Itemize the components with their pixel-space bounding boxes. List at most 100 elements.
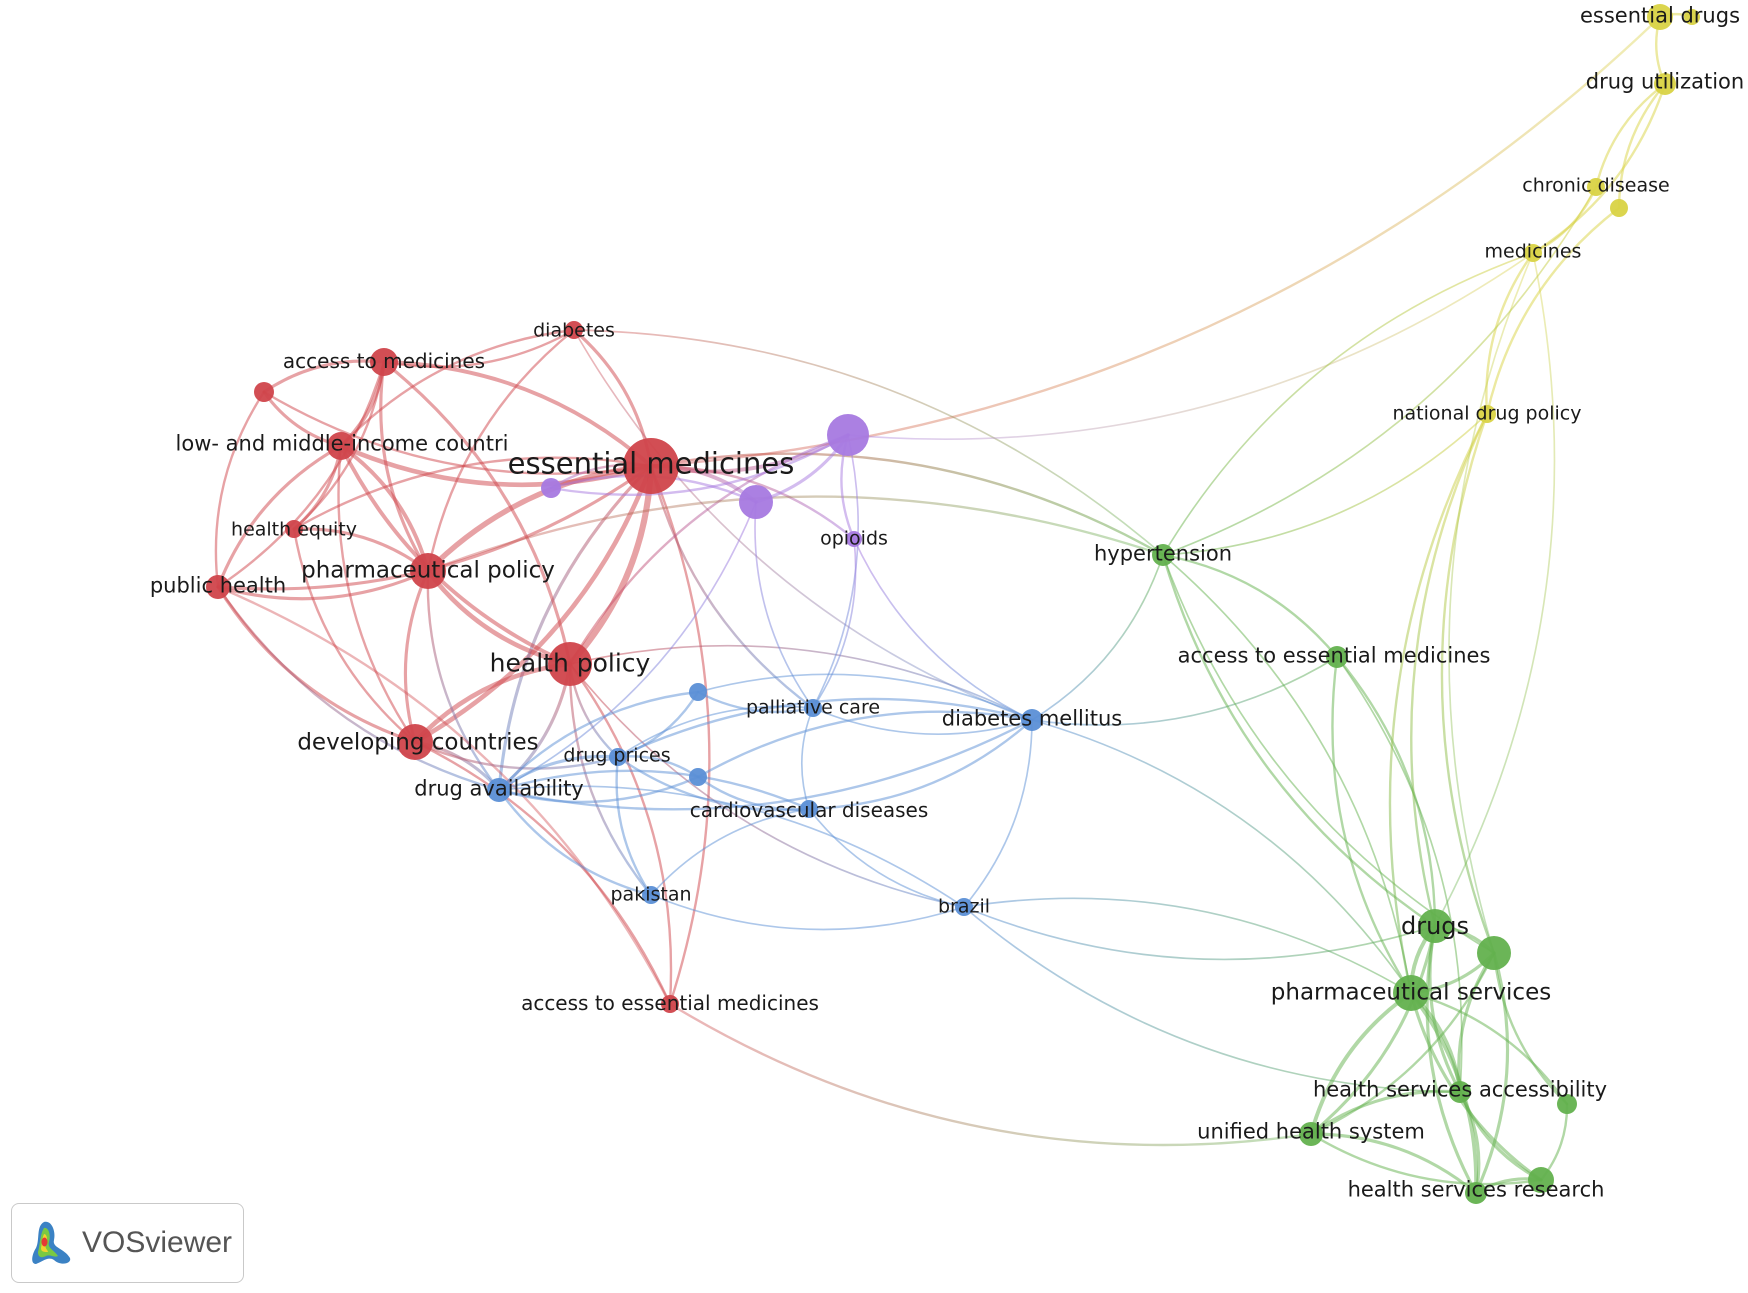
vosviewer-logo-icon	[32, 1221, 71, 1264]
link-pharmaceutical_policy-access_to_medicines	[379, 360, 430, 573]
node-label-drugs: drugs	[1400, 912, 1470, 940]
node-cardiovascular[interactable]	[800, 800, 818, 818]
node-label-lmic: low- and middle-income countri	[175, 431, 509, 456]
node-label-palliative_care: palliative care	[745, 696, 881, 719]
link-drug_availability-diabetes_mellitus	[497, 718, 1034, 811]
link-drugs-national_drug_policy	[1410, 412, 1489, 928]
link-drugs-unified_health	[1309, 924, 1437, 1136]
node-label-health_policy: health policy	[489, 648, 651, 678]
node-pakistan[interactable]	[642, 886, 660, 904]
link-drug_utilization-chronic_disease	[1594, 82, 1667, 189]
node-green_sm1[interactable]	[1528, 1167, 1554, 1193]
node-purple_mid[interactable]	[739, 485, 773, 519]
link-hypertension-pharmaceutical_services	[1162, 554, 1412, 994]
link-medicines-green_big	[1448, 252, 1534, 954]
link-drug_availability-drug_prices	[497, 754, 620, 792]
link-green_big-hs_research	[1474, 951, 1510, 1195]
link-cardiovascular-diabetes_mellitus	[807, 718, 1034, 811]
link-cardiovascular-palliative_care	[800, 707, 814, 810]
node-lmic[interactable]	[327, 432, 355, 460]
link-unified_health-hs_research	[1309, 1132, 1478, 1195]
node-label-diabetes: diabetes	[533, 319, 615, 342]
link-access_essential_green-pharmaceutical_services	[1331, 655, 1413, 995]
vosviewer-badge: VOSviewer	[11, 1203, 244, 1283]
node-opioids[interactable]	[846, 531, 862, 547]
node-access_essential_green[interactable]	[1326, 646, 1348, 668]
node-red_unlabeled[interactable]	[254, 382, 274, 402]
node-label-opioids: opioids	[820, 527, 888, 550]
node-purple_small[interactable]	[541, 478, 561, 498]
link-pharmaceutical_policy-developing_countries	[403, 569, 430, 744]
node-pharmaceutical_policy[interactable]	[410, 553, 446, 589]
node-pharmaceutical_services[interactable]	[1393, 975, 1429, 1011]
node-essential_drugs[interactable]	[1647, 4, 1673, 30]
node-label-essential_drugs: essential drugs	[1579, 3, 1741, 28]
node-diabetes_mellitus[interactable]	[1021, 709, 1043, 731]
link-drug_availability-blue_a	[497, 690, 700, 792]
link-developing_countries-access_essential_red	[413, 740, 672, 1006]
node-essential_medicines[interactable]	[623, 438, 679, 494]
link-essential_medicines-access_to_medicines	[382, 360, 653, 468]
node-label-diabetes_mellitus: diabetes mellitus	[941, 706, 1123, 731]
node-drugs[interactable]	[1418, 909, 1452, 943]
link-pakistan-cardiovascular	[650, 808, 810, 896]
node-health_equity[interactable]	[285, 520, 303, 538]
link-pharmaceutical_policy-diabetes	[426, 328, 576, 573]
node-drug_availability[interactable]	[487, 778, 511, 802]
node-drug_utilization[interactable]	[1654, 73, 1676, 95]
link-pharmaceutical_policy-drug_availability	[426, 569, 501, 792]
node-label-pharmaceutical_services: pharmaceutical services	[1270, 979, 1552, 1006]
link-pharmaceutical_policy-public_health	[216, 569, 430, 601]
node-drug_prices[interactable]	[609, 748, 627, 766]
link-hypertension-medicines	[1162, 252, 1534, 556]
node-blue_a[interactable]	[689, 683, 707, 701]
link-lmic-developing_countries	[337, 444, 417, 744]
node-brazil[interactable]	[955, 898, 973, 916]
node-blue_b[interactable]	[689, 768, 707, 786]
link-diabetes_mellitus-palliative_care	[812, 707, 1033, 735]
node-access_essential_red[interactable]	[661, 995, 679, 1013]
node-green_sm2[interactable]	[1557, 1094, 1577, 1114]
node-label-drug_availability: drug availability	[414, 776, 584, 801]
node-hs_research[interactable]	[1465, 1182, 1487, 1204]
node-label-national_drug_policy: national drug policy	[1392, 402, 1582, 425]
link-public_health-red_unlabeled	[214, 390, 266, 589]
node-public_health[interactable]	[206, 575, 230, 599]
link-health_policy-diabetes_mellitus	[569, 644, 1033, 721]
node-label-access_to_medicines: access to medicines	[282, 349, 486, 373]
node-access_to_medicines[interactable]	[370, 348, 398, 376]
node-purple_big[interactable]	[827, 414, 869, 456]
link-drug_prices-pakistan	[615, 755, 653, 897]
link-brazil-drugs	[963, 906, 1436, 961]
node-green_big[interactable]	[1477, 936, 1511, 970]
link-diabetes_mellitus-access_essential_green	[1031, 656, 1338, 726]
link-hypertension-access_essential_green	[1161, 553, 1339, 659]
node-yellow_sm2[interactable]	[1684, 9, 1700, 25]
node-diabetes[interactable]	[565, 321, 583, 339]
node-medicines[interactable]	[1524, 244, 1542, 262]
node-palliative_care[interactable]	[804, 699, 822, 717]
link-access_essential_red-unified_health	[668, 1002, 1313, 1147]
link-purple_mid-palliative_care	[754, 501, 814, 709]
node-health_policy[interactable]	[548, 642, 592, 686]
link-opioids-diabetes_mellitus	[853, 538, 1033, 721]
link-unified_health-green_sm1	[1309, 1132, 1543, 1186]
node-chronic_disease[interactable]	[1587, 178, 1605, 196]
node-hs_accessibility[interactable]	[1449, 1081, 1471, 1103]
node-label-hs_research: health services research	[1347, 1177, 1605, 1202]
node-yellow_sm[interactable]	[1610, 199, 1628, 217]
link-hs_accessibility-unified_health	[1309, 1089, 1462, 1136]
node-label-essential_medicines: essential medicines	[507, 446, 795, 481]
link-health_equity-developing_countries	[292, 527, 417, 744]
link-chronic_disease-hypertension	[1162, 186, 1597, 556]
node-unified_health[interactable]	[1299, 1122, 1323, 1146]
link-essential_medicines-red_unlabeled	[262, 390, 653, 475]
link-lmic-public_health	[216, 444, 343, 589]
link-drug_prices-diabetes_mellitus	[616, 697, 1034, 759]
link-diabetes_mellitus-hypertension	[1031, 554, 1164, 721]
node-national_drug_policy[interactable]	[1478, 405, 1496, 423]
link-brazil-pharmaceutical_services	[963, 897, 1412, 994]
node-developing_countries[interactable]	[397, 724, 433, 760]
link-pharmaceutical_services-unified_health	[1309, 991, 1413, 1136]
node-hypertension[interactable]	[1152, 544, 1174, 566]
